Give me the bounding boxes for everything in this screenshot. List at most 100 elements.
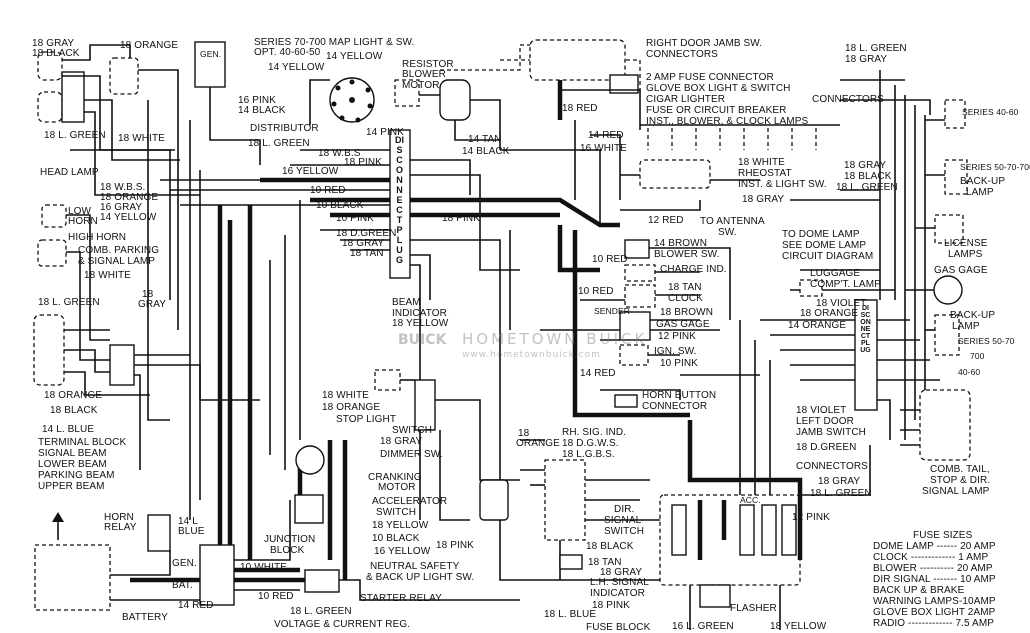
wire-label: 18 WHITE [84,270,131,281]
blower-switch [624,239,650,259]
component-label: HORN [104,512,134,523]
watermark-text: HOMETOWN BUICK [462,330,648,348]
disconnect-plug-right-label: DISCONNECT PLUG [860,305,871,354]
head-lamp-upper [37,51,63,81]
component-label: SERIES 50-70 [958,336,1015,346]
connector-top-left [109,57,139,95]
component-label: LOW [68,206,92,217]
component-label: DISTRIBUTOR [250,123,319,134]
wire-label: 14 BLACK [238,105,286,116]
component-label: DIR. [614,504,635,515]
wire-label: 18 GRAY [742,194,785,205]
wire-label: 14 RED [588,130,624,141]
wire-label: 14 ORANGE [788,320,847,331]
disconnect-plug-right [854,299,878,411]
wire-label: 18 W.B.S [318,148,361,159]
high-horn [37,239,67,267]
component-label: CONNECTORS [796,461,868,472]
wire-label: 18 L. BLUE [544,609,597,620]
fuse-size-row: BACK UP & BRAKE [873,585,965,596]
wire-label: 18 L. GREEN [290,606,352,617]
wire-label: GRAY [138,299,166,310]
head-lamp-connector [61,71,85,123]
component-label: SENDER [594,306,631,316]
neutral-safety-switch [479,479,509,521]
component-label: & SIGNAL LAMP [78,256,156,267]
wire-label: 18 BLACK [50,405,98,416]
wire-label: 18 ORANGE [100,192,159,203]
component-label: PARKING BEAM [38,470,115,481]
wire-label: 18 BLACK [32,48,80,59]
wire-label: 16 PINK [238,95,276,106]
wire-label: 14 RED [178,600,214,611]
component-label: FUSE BLOCK [586,622,651,633]
wire-label: 18 VIOLET [796,405,847,416]
component-label: INDICATOR [590,588,645,599]
component-label: SERIES 50-70-700 [960,162,1030,172]
wire-label: 16 WHITE [580,143,627,154]
component-label: BATTERY [122,612,168,623]
terminal-block [109,344,135,386]
component-label: CONNECTORS [812,94,884,105]
component-label: GAS GAGE [656,319,710,330]
component-label: ACC. [740,495,761,505]
wire-label: 16 L. GREEN [672,621,734,632]
stop-light-switch [374,369,401,391]
voltage-regulator [199,544,235,606]
flasher [699,584,731,608]
wire-label: 18 GRAY [600,567,643,578]
component-label: BEAM [392,297,421,308]
component-label: GEN. [172,558,197,569]
wire-label: 18 GRAY [844,160,887,171]
component-label: CIGAR LIGHTER [646,94,726,105]
wire-label: ORANGE [516,438,560,449]
wire-label: 18 GRAY [818,476,861,487]
wire-label: 18 D.G.W.S. [562,438,619,449]
backup-lamp-lower [934,314,960,356]
wire-label: 18 BLACK [844,171,892,182]
wire-label: 18 GRAY [845,54,888,65]
component-label: STOP LIGHT [336,414,397,425]
wire-label: 18 PINK [344,157,382,168]
battery [34,544,111,611]
component-label: HEAD LAMP [40,167,99,178]
component-label: BLOCK [270,545,305,556]
gas-gage [619,311,651,341]
wire-label: 10 RED [578,286,614,297]
fuse-size-row: RADIO ------------- 7.5 AMP [873,618,995,629]
wire-label: 18 YELLOW [392,318,449,329]
component-label: LAMP [966,187,994,198]
component-label: SWITCH [392,425,433,436]
charge-indicator [624,264,656,282]
wire-label: BLUE [178,526,205,537]
fuse-size-row: GLOVE BOX LIGHT 2AMP [873,607,996,618]
wire-label: 10 PINK [336,213,374,224]
fuse-sizes: FUSE SIZES DOME LAMP ------ 20 AMP CLOCK… [873,530,1023,629]
component-label: BLOWER SW. [654,249,720,260]
wire-label: 14 TAN [468,134,502,145]
wire-label: 18 GRAY [380,436,423,447]
component-label: UPPER BEAM [38,481,105,492]
wire-label: 18 PINK [592,600,630,611]
component-label: CONNECTOR [642,401,708,412]
generator [194,41,226,88]
component-label: RH. SIG. IND. [562,427,627,438]
starter-relay [304,569,340,593]
wire-label: 18 TAN [668,282,702,293]
disconnect-plug-left-label: DISCONNECT PLUG [395,135,404,265]
wire-label: 18 GRAY [342,238,385,249]
wire-label: 14 L [178,516,198,527]
component-label: LAMP [952,321,980,332]
wire-label: 18 VIOLET [816,298,867,309]
wire-label: 18 L. GREEN [836,182,898,193]
fuse-size-row: WARNING LAMPS-10AMP [873,596,996,607]
component-label: BLOWER [402,69,446,80]
wire-label: 18 WHITE [118,133,165,144]
component-label: INST. & LIGHT SW. [738,179,827,190]
inst-light-switch [639,159,711,189]
wire-label: 10 RED [258,591,294,602]
component-label: LEFT DOOR [796,416,854,427]
component-label: L.H. SIGNAL [590,577,649,588]
